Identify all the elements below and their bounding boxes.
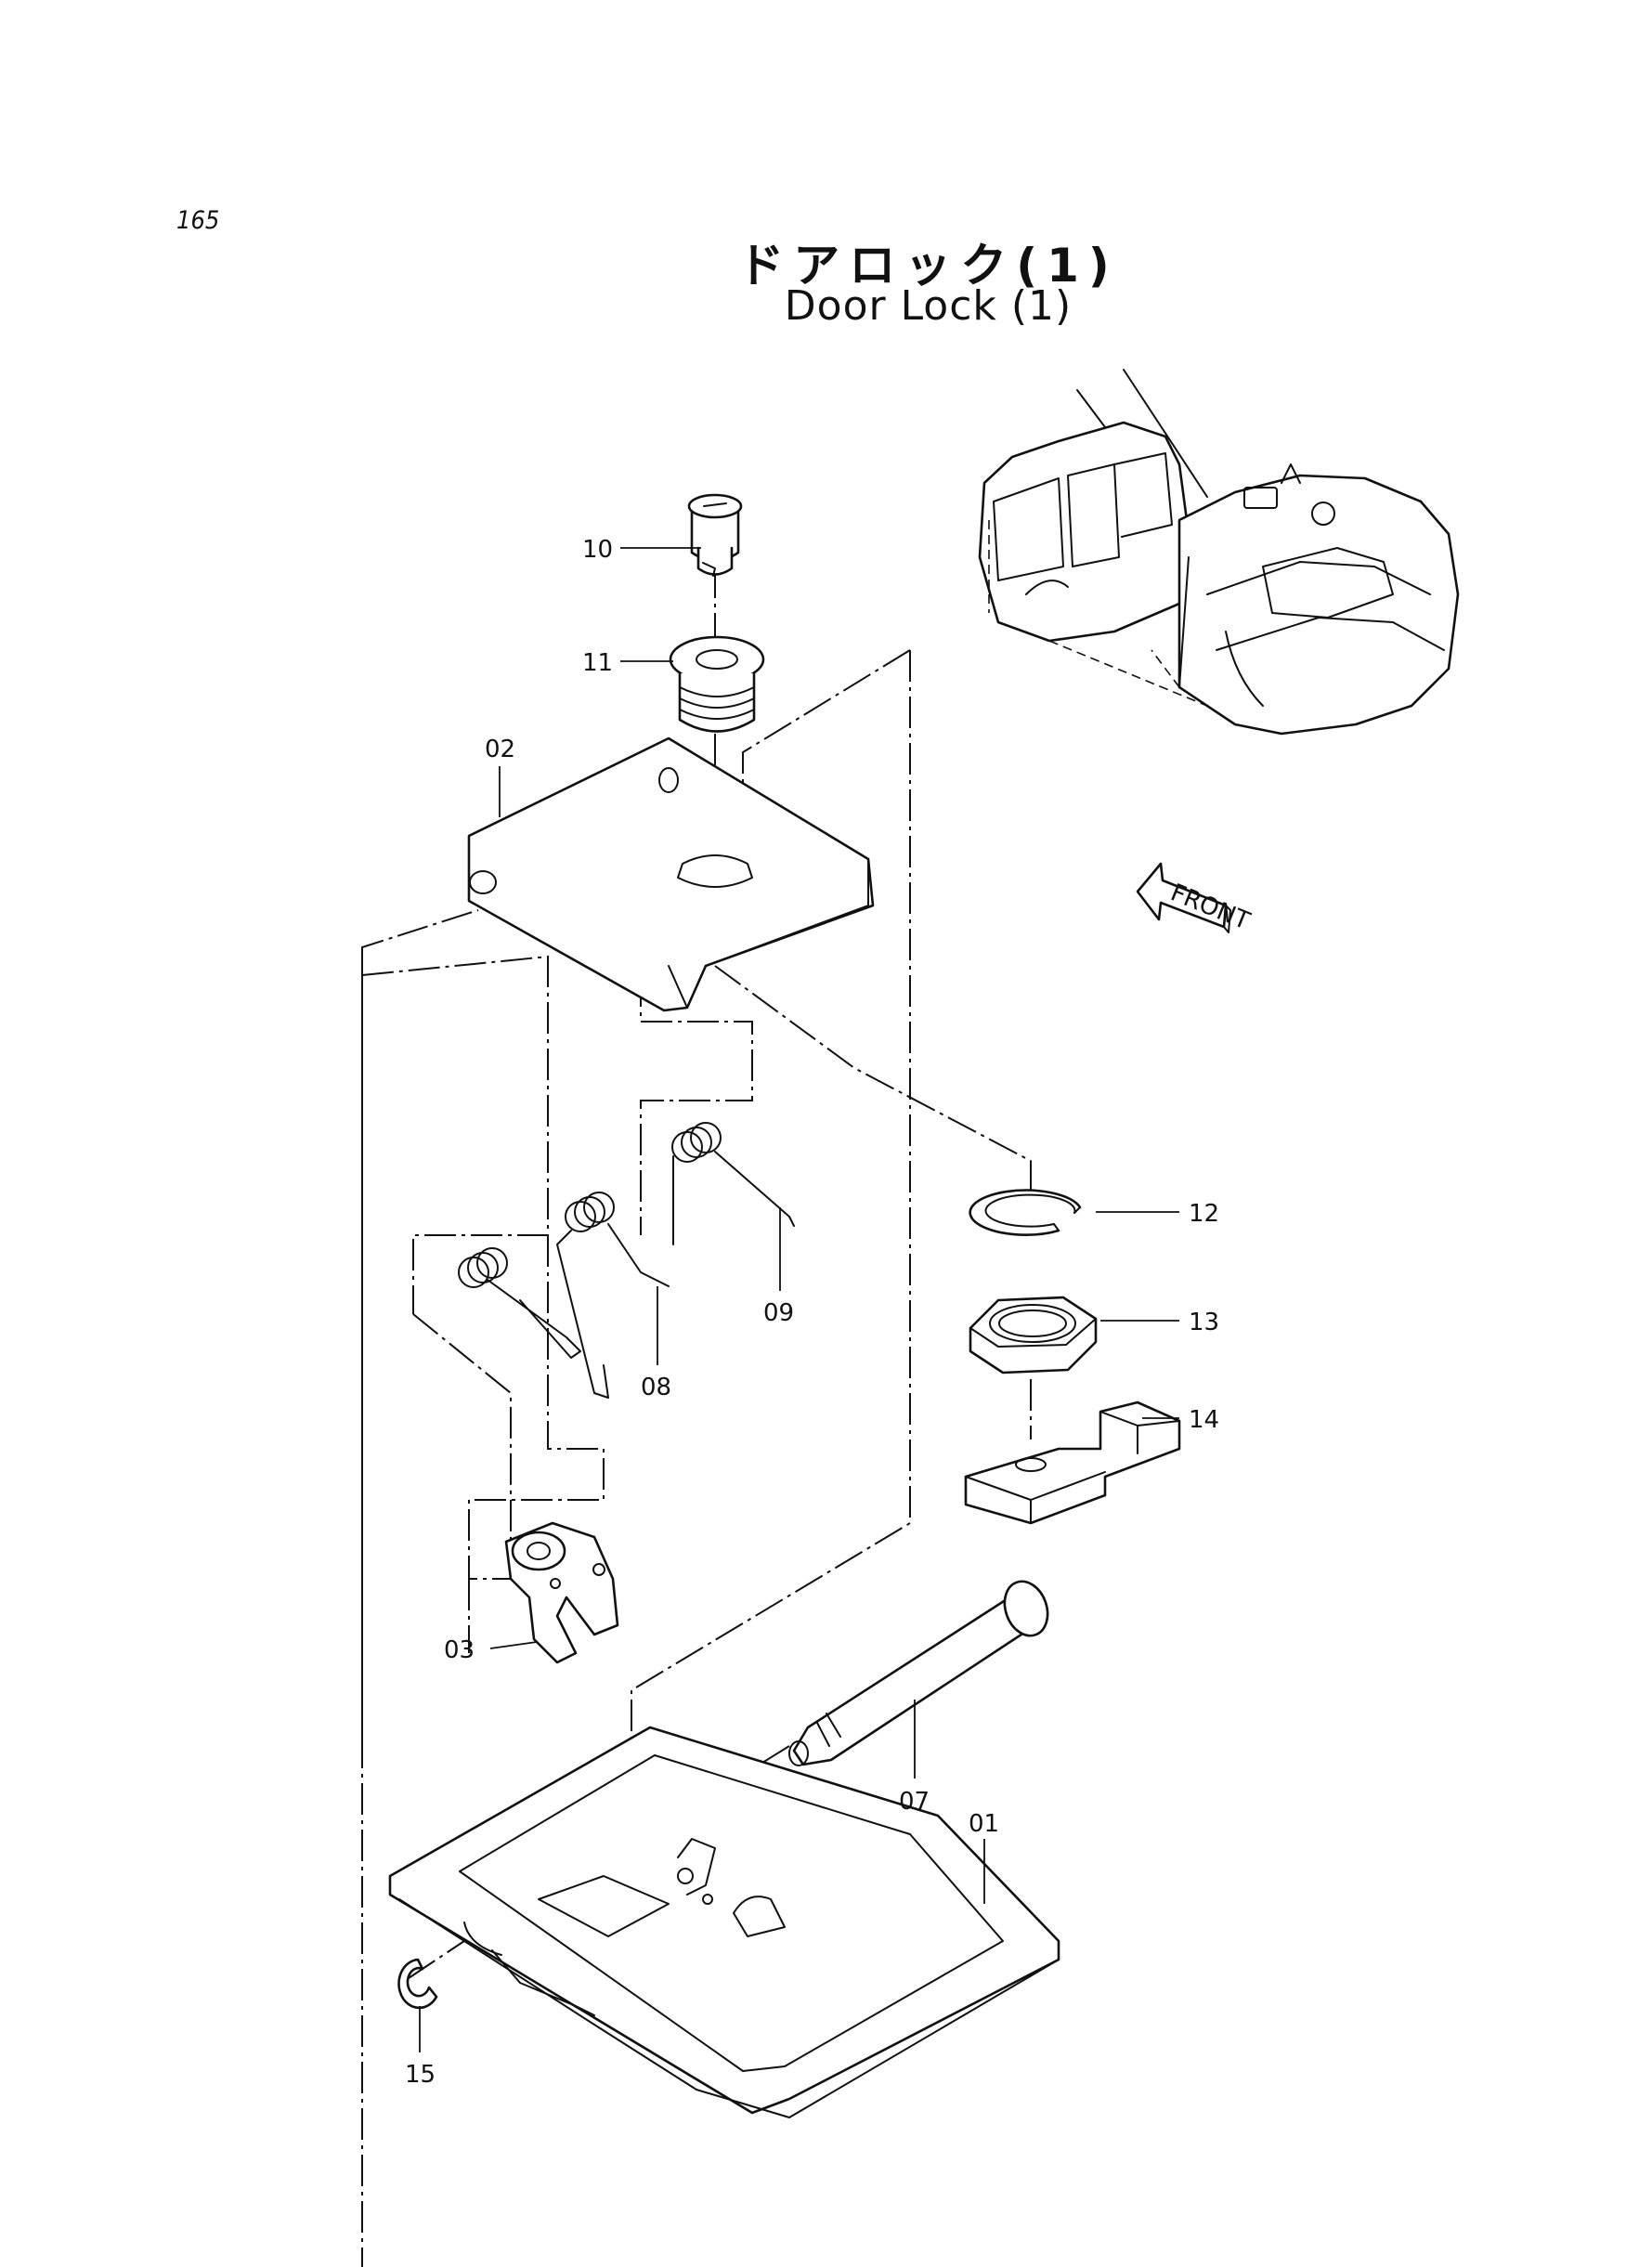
part-02-bracket-plate — [467, 736, 875, 1012]
callout-12: 12 — [1189, 1200, 1219, 1228]
callout-14: 14 — [1189, 1406, 1219, 1434]
callout-07: 07 — [899, 1788, 930, 1816]
part-08-spring — [556, 1192, 670, 1399]
front-label: FRONT — [1166, 879, 1254, 935]
spring-left — [458, 1247, 581, 1359]
callout-01: 01 — [969, 1810, 999, 1838]
callout-10: 10 — [582, 536, 613, 564]
part-07-pin — [788, 1580, 1049, 1766]
front-direction-arrow: FRONT — [1136, 862, 1254, 935]
callout-15: 15 — [405, 2061, 436, 2089]
page-number: 165 — [176, 206, 220, 235]
part-14-slide-plate — [964, 1401, 1181, 1525]
callout-03: 03 — [444, 1636, 475, 1664]
part-15-e-clip — [397, 1958, 438, 2010]
part-11-threaded-bushing — [669, 635, 765, 733]
callout-labels: 10 11 02 12 13 14 08 09 03 07 01 15 — [405, 536, 1219, 2089]
part-12-snap-ring — [969, 1189, 1082, 1236]
part-09-spring — [671, 1122, 795, 1245]
part-01-base-plate — [388, 1726, 1060, 2118]
title-english: Door Lock (1) — [784, 282, 1073, 330]
callout-09: 09 — [763, 1299, 794, 1327]
title-japanese: ドアロック(1) — [737, 239, 1119, 293]
callout-11: 11 — [582, 649, 613, 677]
callout-leaders — [419, 547, 1179, 2052]
part-03-latch-lever — [504, 1521, 619, 1664]
callout-02: 02 — [485, 736, 515, 763]
callout-08: 08 — [641, 1374, 671, 1401]
part-10-key-cylinder — [687, 493, 743, 577]
part-13-hex-nut — [969, 1296, 1098, 1375]
excavator-location-view — [978, 369, 1460, 736]
callout-13: 13 — [1189, 1309, 1219, 1336]
